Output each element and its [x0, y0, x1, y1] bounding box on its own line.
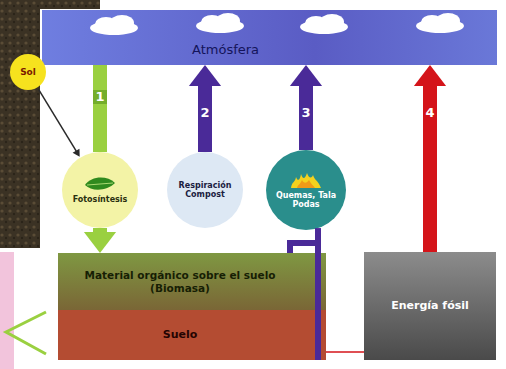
- callout-number: 3: [299, 106, 312, 120]
- callout-number: 1: [93, 90, 106, 104]
- atmosphere-band: Atmósfera: [42, 10, 497, 65]
- flow-arrow: [414, 65, 446, 252]
- flow-arrow: [290, 228, 318, 253]
- pink-panel: [0, 252, 14, 369]
- fossil-box: Energía fósil: [364, 252, 496, 360]
- cloud-shapes: [42, 10, 497, 65]
- node-label: Suelo: [163, 329, 198, 342]
- flow-arrow: [38, 89, 79, 157]
- sun-circle: Sol: [10, 54, 46, 90]
- flow-arrow: [290, 65, 322, 150]
- node-label: Energía fósil: [391, 300, 469, 313]
- flow-arrow: [100, 65, 101, 152]
- process-circle: Respiración Compost: [167, 152, 243, 228]
- node-label: Quemas, Tala Podas: [273, 191, 339, 209]
- process-circle: Quemas, Tala Podas: [266, 150, 346, 230]
- flow-arrow: [84, 228, 116, 253]
- callout-number: 2: [198, 106, 211, 120]
- node-label: Material orgánico sobre el suelo (Biomas…: [68, 269, 292, 293]
- biomass-layer: Material orgánico sobre el suelo (Biomas…: [58, 253, 326, 310]
- green-bracket: [6, 312, 46, 354]
- node-label: Sol: [20, 67, 36, 77]
- node-label: Respiración Compost: [174, 181, 236, 199]
- process-circle: Fotosíntesis: [62, 152, 138, 228]
- node-label: Fotosíntesis: [73, 195, 128, 204]
- node-label: Atmósfera: [192, 43, 259, 58]
- flow-arrow: [326, 352, 364, 353]
- fire-icon: [289, 171, 323, 189]
- leaf-icon: [83, 175, 117, 193]
- flow-arrow: [189, 65, 221, 152]
- soil-layer: Suelo: [58, 310, 326, 360]
- callout-number: 4: [423, 106, 436, 120]
- photo-strip: [0, 0, 40, 248]
